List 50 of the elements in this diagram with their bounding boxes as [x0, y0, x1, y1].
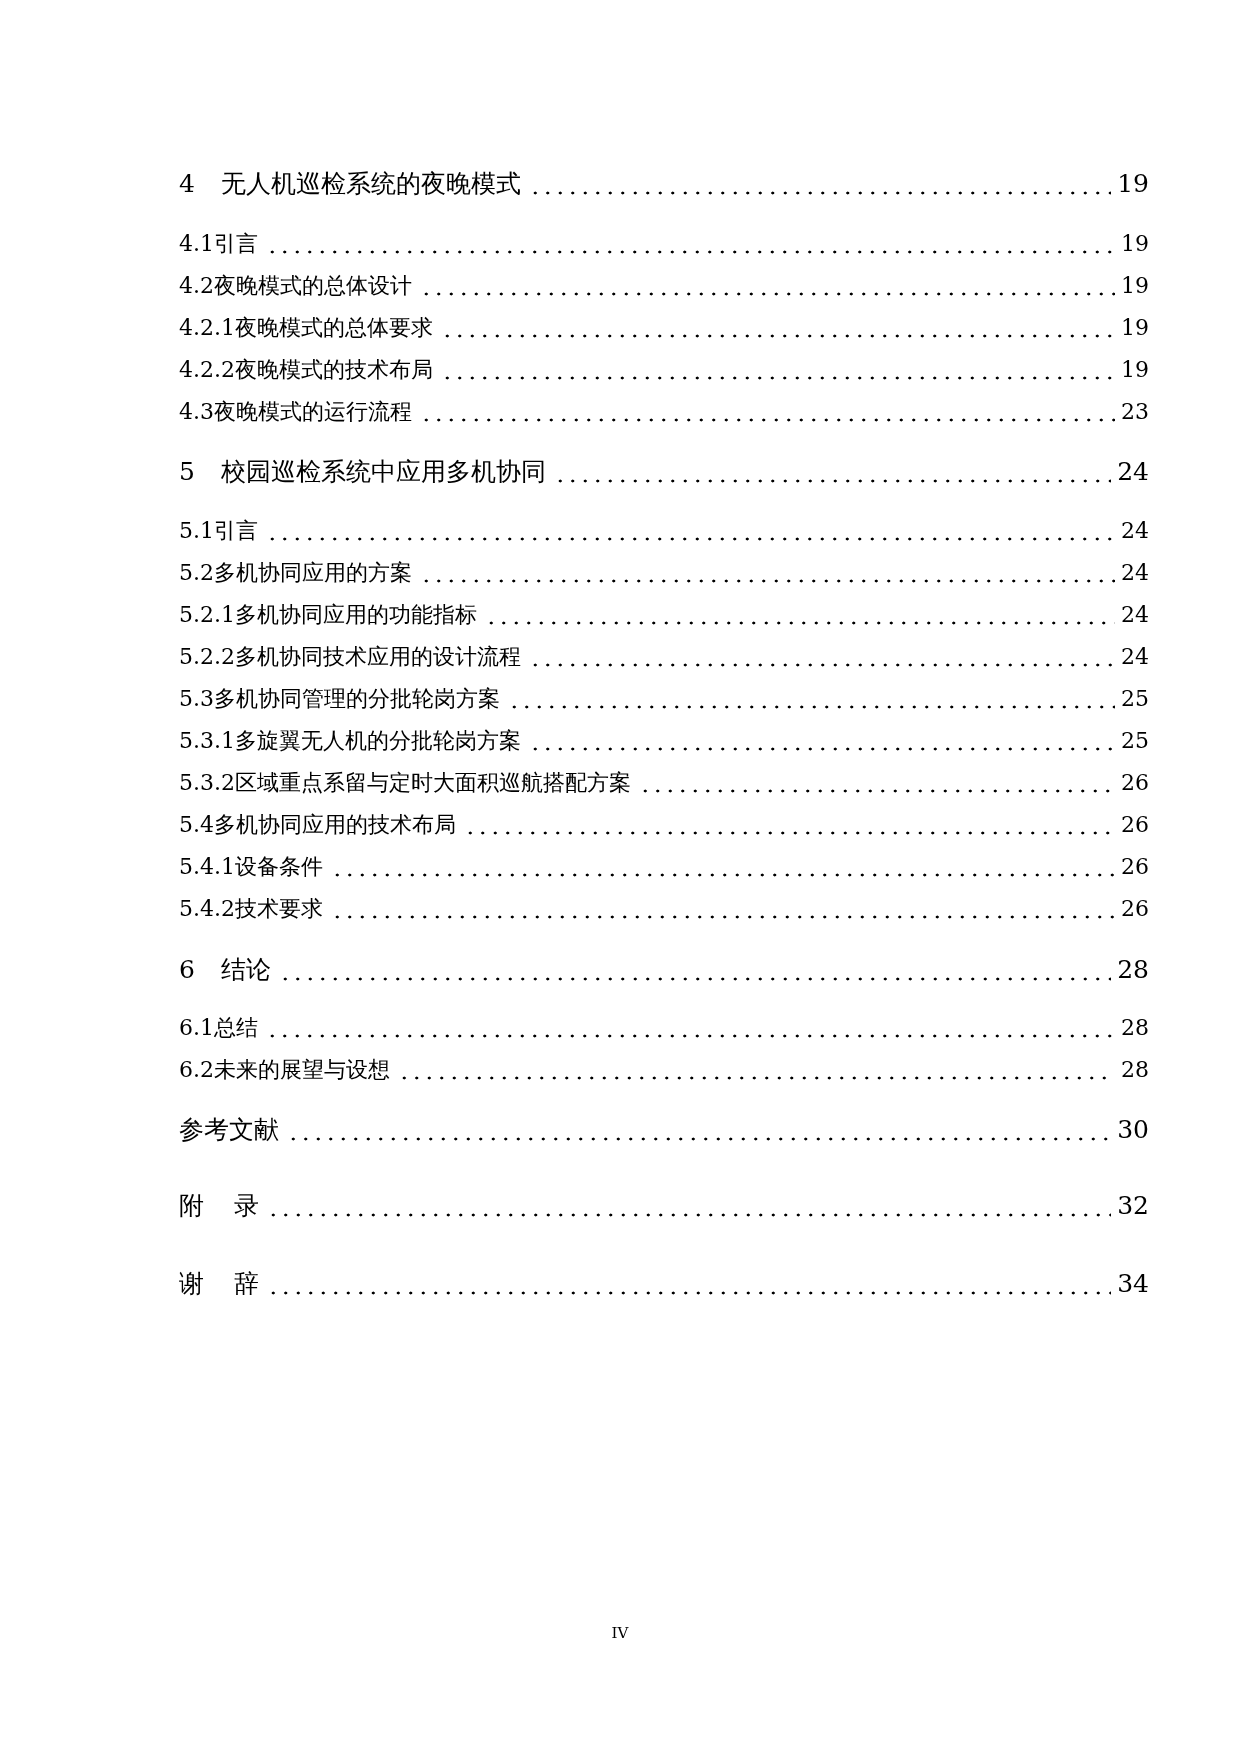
page-number: 28 [1117, 954, 1149, 986]
toc-entry-title: 参考文献 [179, 1114, 279, 1146]
chapter-number: 5 [179, 456, 195, 488]
toc-entry-title: 5.2.1多机协同应用的功能指标 [179, 601, 477, 629]
page-number: 19 [1121, 272, 1149, 300]
toc-entry-title: 5.4多机协同应用的技术布局 [179, 811, 456, 839]
page-number: 24 [1121, 517, 1149, 545]
page-number: 25 [1121, 727, 1149, 755]
toc-entry-title: 4.2.1夜晚模式的总体要求 [179, 314, 433, 342]
toc-entry-title: 5.4.1设备条件 [179, 853, 323, 881]
toc-entry-title: 附 录 [179, 1190, 260, 1222]
chapter-number: 6 [179, 954, 195, 986]
page-number: 19 [1121, 356, 1149, 384]
page-number: 28 [1121, 1014, 1149, 1042]
page-number: 30 [1117, 1114, 1149, 1146]
toc-entry-title: 5.1引言 [179, 517, 258, 545]
toc-entry-title: 5.3.1多旋翼无人机的分批轮岗方案 [179, 727, 521, 755]
page-number: 26 [1121, 853, 1149, 881]
page-number: 34 [1117, 1268, 1149, 1300]
toc-entry-title: 谢 辞 [179, 1268, 260, 1300]
toc-entry-title: 5.4.2技术要求 [179, 895, 323, 923]
toc-entry-title: 6.1总结 [179, 1014, 258, 1042]
toc-entry-title: 5.3.2区域重点系留与定时大面积巡航搭配方案 [179, 769, 631, 797]
toc-entry-title: 5.3多机协同管理的分批轮岗方案 [179, 685, 500, 713]
page-number: 32 [1117, 1190, 1149, 1222]
toc-entry-title: 5.2.2多机协同技术应用的设计流程 [179, 643, 521, 671]
page-number: 23 [1121, 398, 1149, 426]
page-number: 24 [1117, 456, 1149, 488]
page-number: 19 [1121, 230, 1149, 258]
toc-entry-title: 4.2夜晚模式的总体设计 [179, 272, 412, 300]
toc-entry-title: 5.2多机协同应用的方案 [179, 559, 412, 587]
page-number: 19 [1121, 314, 1149, 342]
page-footer-number: IV [610, 1623, 630, 1644]
toc-entry-title: 6.2未来的展望与设想 [179, 1056, 390, 1084]
page-number: 19 [1117, 168, 1149, 200]
page-number: 26 [1121, 895, 1149, 923]
page-number: 24 [1121, 601, 1149, 629]
page-number: 24 [1121, 643, 1149, 671]
page-number: 25 [1121, 685, 1149, 713]
page-number: 24 [1121, 559, 1149, 587]
toc-entry-title: 校园巡检系统中应用多机协同 [220, 456, 546, 488]
toc-entry-title: 无人机巡检系统的夜晚模式 [220, 168, 521, 200]
toc-entry-title: 4.1引言 [179, 230, 258, 258]
toc-entry-title: 结论 [220, 954, 271, 986]
page-number: 26 [1121, 769, 1149, 797]
page-number: 28 [1121, 1056, 1149, 1084]
chapter-number: 4 [179, 168, 195, 200]
page-number: 26 [1121, 811, 1149, 839]
toc-entry-title: 4.2.2夜晚模式的技术布局 [179, 356, 433, 384]
toc-entry-title: 4.3夜晚模式的运行流程 [179, 398, 412, 426]
